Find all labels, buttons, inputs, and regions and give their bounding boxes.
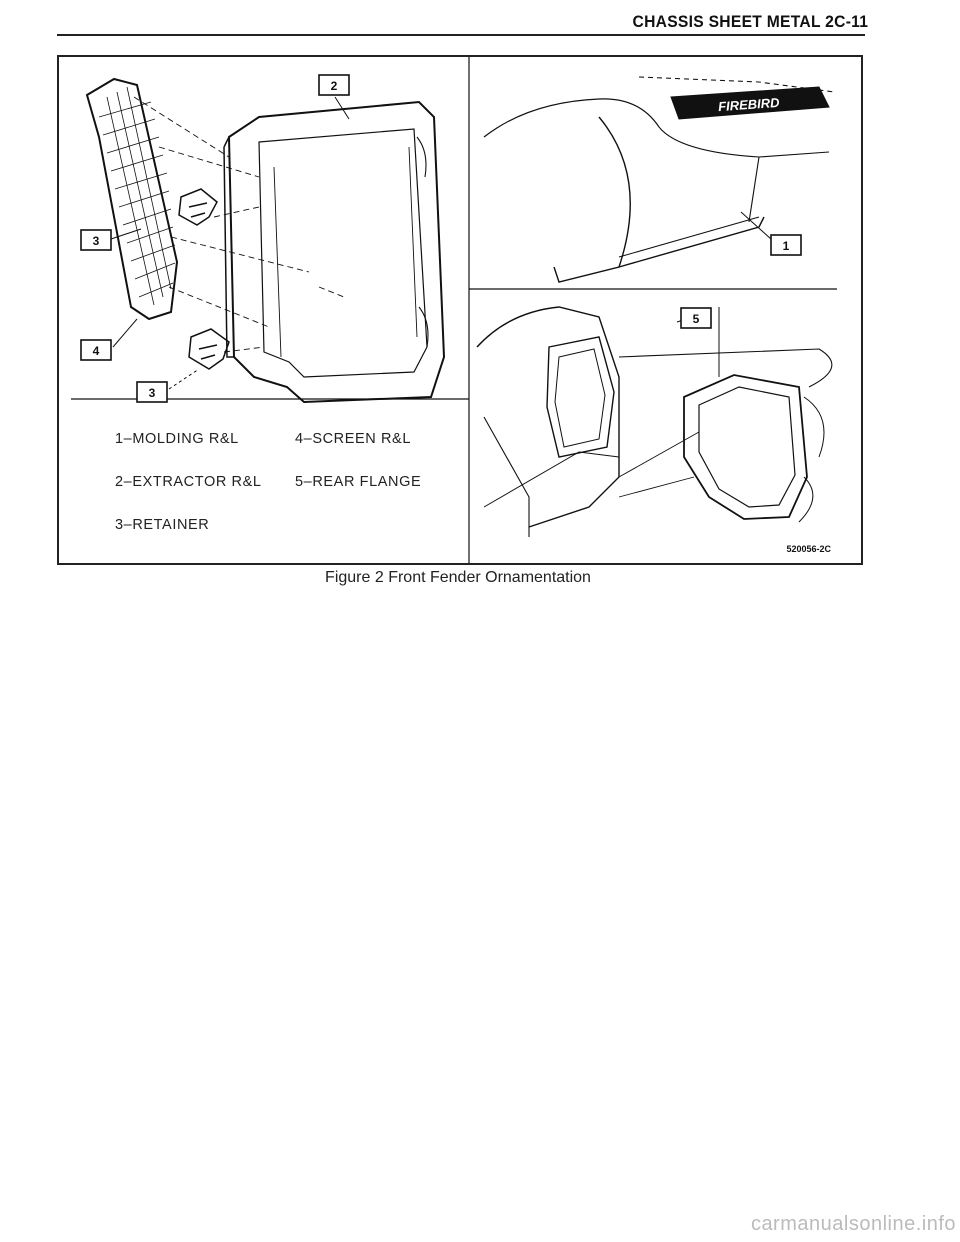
callout-1: 1 bbox=[770, 234, 802, 256]
figure-image-code: 520056-2C bbox=[786, 544, 831, 554]
fender-side-view bbox=[476, 306, 833, 537]
leader-4 bbox=[112, 318, 138, 348]
legend-item-2: 2–EXTRACTOR R&L bbox=[115, 474, 262, 490]
callout-1-label: 1 bbox=[783, 239, 790, 253]
leader-1 bbox=[740, 211, 772, 240]
retainer-lower bbox=[188, 328, 230, 370]
exploded-diagram: FIREBIRD bbox=[71, 57, 837, 563]
legend-item-1: 1–MOLDING R&L bbox=[115, 431, 239, 447]
leader-3-upper bbox=[110, 228, 142, 240]
page-header: CHASSIS SHEET METAL 2C-11 bbox=[632, 12, 868, 31]
callout-3-lower-label: 3 bbox=[149, 386, 156, 400]
extractor-body bbox=[223, 100, 446, 404]
assembly-lines bbox=[133, 96, 345, 353]
site-watermark: carmanualsonline.info bbox=[750, 1213, 956, 1235]
callout-5-label: 5 bbox=[693, 312, 700, 326]
legend-item-4: 4–SCREEN R&L bbox=[295, 431, 411, 447]
header-rule bbox=[57, 34, 865, 36]
callout-layer: 2 3 4 3 1 5 520056-2C bbox=[80, 74, 831, 554]
firebird-emblem: FIREBIRD bbox=[670, 86, 830, 120]
legend-item-3: 3–RETAINER bbox=[115, 517, 210, 533]
callout-4-label: 4 bbox=[93, 344, 100, 358]
figure-caption: Figure 2 Front Fender Ornamentation bbox=[325, 569, 591, 586]
callout-3-upper-label: 3 bbox=[93, 234, 100, 248]
legend-item-5: 5–REAR FLANGE bbox=[295, 474, 422, 490]
callout-3-lower: 3 bbox=[136, 381, 168, 403]
leader-3-lower bbox=[168, 368, 200, 390]
callout-3-upper: 3 bbox=[80, 229, 112, 251]
emblem-text: FIREBIRD bbox=[718, 95, 781, 114]
callout-2-label: 2 bbox=[331, 79, 338, 93]
fender-top-view bbox=[483, 76, 835, 283]
retainer-upper bbox=[178, 188, 218, 226]
callout-5: 5 bbox=[680, 307, 712, 329]
callout-4: 4 bbox=[80, 339, 112, 361]
screen-grille bbox=[85, 77, 179, 321]
rear-flange bbox=[618, 374, 825, 523]
figure-frame: FIREBIRD 2 3 bbox=[57, 55, 863, 565]
callout-2: 2 bbox=[318, 74, 350, 96]
leader-2 bbox=[334, 96, 350, 120]
